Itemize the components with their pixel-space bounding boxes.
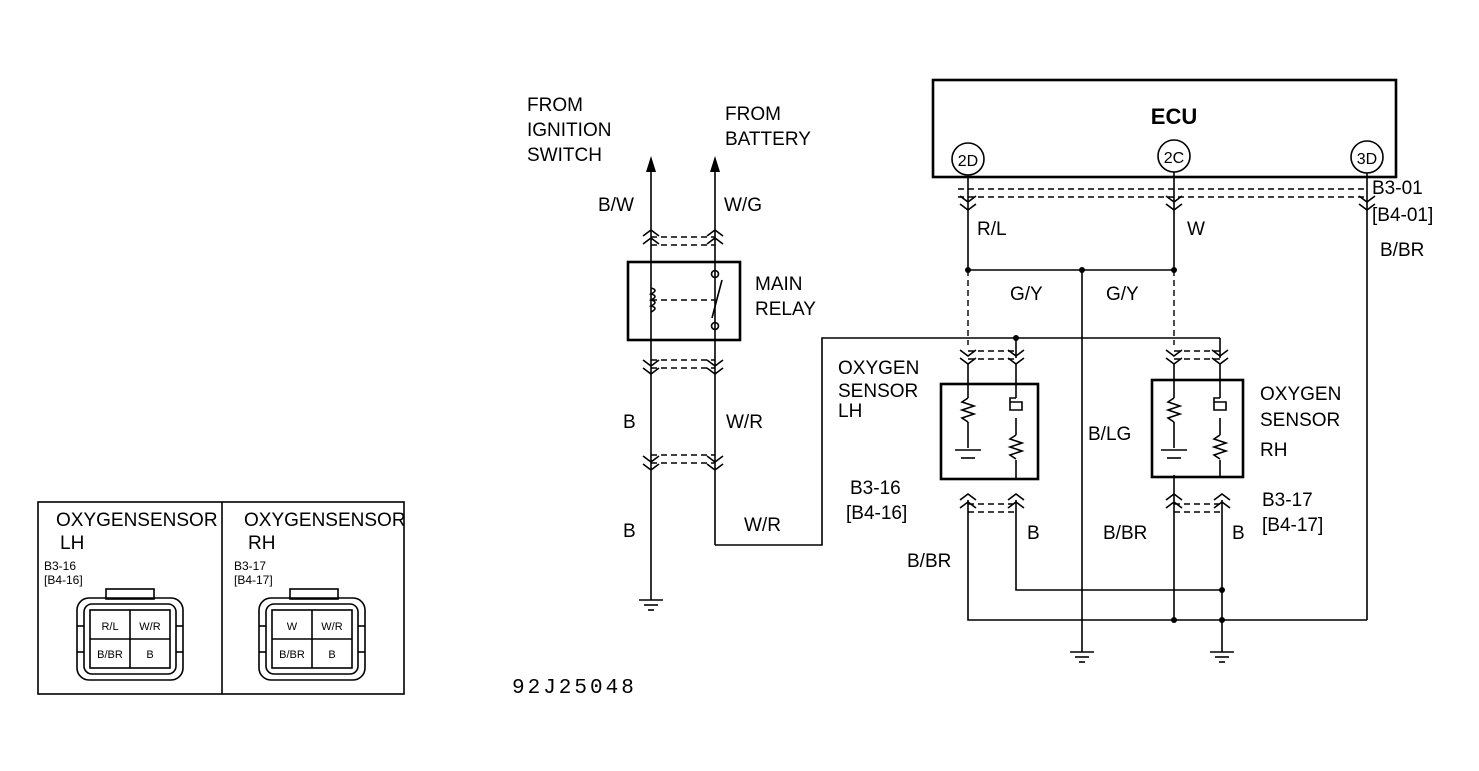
wire-label-b-lh: B	[1027, 523, 1040, 544]
inset-lh-pin-2: W/R	[139, 621, 160, 633]
inset-lh-pin-1: R/L	[101, 621, 118, 633]
wire-label-bbr-mid: B/BR	[1103, 523, 1147, 544]
inset-lh-code: B3-16	[44, 559, 76, 573]
relay-wires	[642, 170, 1220, 600]
wire-label-b-rh: B	[1232, 523, 1245, 544]
wire-label-wr-low: W/R	[744, 515, 781, 536]
terminal-2c-label: 2C	[1164, 150, 1184, 167]
lh-connector-code: B3-16	[850, 478, 901, 499]
main-relay-line-1: MAIN	[755, 274, 803, 295]
inset-rh-code: B3-17	[234, 559, 266, 573]
inset-rh-connector	[258, 588, 366, 681]
o2-rh-line-3: RH	[1260, 440, 1287, 461]
from-ignition-line-2: IGNITION	[527, 120, 611, 141]
rh-connector-code: B3-17	[1262, 490, 1313, 511]
inset-rh-pin-2: W/R	[321, 621, 342, 633]
inset-frame	[37, 501, 405, 695]
ecu-wires	[965, 172, 1368, 652]
inset-rh-alt: [B4-17]	[234, 573, 273, 587]
inset-rh-pin-3: B/BR	[279, 649, 305, 661]
wire-label-b-low: B	[623, 521, 636, 542]
from-battery-line-2: BATTERY	[725, 129, 811, 150]
arrow-up-icon	[646, 156, 720, 172]
inset-rh-title: OXYGENSENSOR	[244, 510, 406, 531]
ground-icon	[639, 599, 663, 611]
wire-label-b-top: B	[623, 412, 636, 433]
wire-label-wr-mid: W/R	[726, 412, 763, 433]
inset-rh-pin-4: B	[328, 649, 335, 661]
ground-icon	[1210, 651, 1234, 663]
inset-lh-pin-3: B/BR	[97, 649, 123, 661]
from-ignition-line-1: FROM	[527, 95, 583, 116]
wire-label-blg: B/LG	[1088, 424, 1131, 445]
terminal-2d-label: 2D	[958, 153, 978, 170]
ecu-connector-alt: [B4-01]	[1372, 205, 1433, 226]
inset-lh-title: OXYGENSENSOR	[56, 510, 218, 531]
from-ignition-line-3: SWITCH	[527, 145, 602, 166]
o2-rh-line-1: OXYGEN	[1260, 384, 1341, 405]
o2-rh-line-2: SENSOR	[1260, 410, 1340, 431]
oxygen-sensor-lh	[939, 349, 1040, 513]
wire-label-gy-2: G/Y	[1106, 284, 1139, 305]
from-battery-line-1: FROM	[725, 104, 781, 125]
o2-lh-line-3: LH	[838, 401, 862, 422]
rh-connector-alt: [B4-17]	[1262, 515, 1323, 536]
terminal-3d-label: 3D	[1357, 151, 1377, 168]
inset-lh-pin-4: B	[146, 649, 153, 661]
inset-lh-connector	[76, 588, 184, 681]
wire-label-bw: B/W	[598, 195, 634, 216]
lh-connector-alt: [B4-16]	[846, 503, 907, 524]
figure-code: 92J25048	[512, 677, 637, 700]
inset-lh-side: LH	[60, 533, 84, 554]
o2-lh-line-1: OXYGEN	[838, 358, 919, 379]
wire-label-wg: W/G	[724, 195, 762, 216]
connector-inset: OXYGENSENSOR LH B3-16 [B4-16] R/L W/R B/…	[37, 501, 406, 695]
main-relay-line-2: RELAY	[755, 299, 816, 320]
wire-label-bbr-lh: B/BR	[907, 551, 951, 572]
wire-label-bbr-ecu: B/BR	[1380, 240, 1424, 261]
ecu-connector-code: B3-01	[1372, 178, 1423, 199]
o2-lh-line-2: SENSOR	[838, 381, 918, 402]
wire-label-w: W	[1187, 219, 1205, 240]
ecu-box	[931, 78, 1398, 179]
inset-rh-side: RH	[248, 533, 275, 554]
ecu-title: ECU	[1151, 104, 1197, 129]
oxygen-sensor-rh	[1150, 349, 1245, 513]
ground-icon	[1070, 651, 1094, 663]
wire-label-rl: R/L	[977, 219, 1007, 240]
main-relay	[626, 260, 742, 342]
inset-rh-pin-1: W	[287, 621, 298, 633]
wire-label-gy-1: G/Y	[1010, 284, 1043, 305]
inset-lh-alt: [B4-16]	[44, 573, 83, 587]
ecu-connector-band	[958, 188, 1376, 211]
